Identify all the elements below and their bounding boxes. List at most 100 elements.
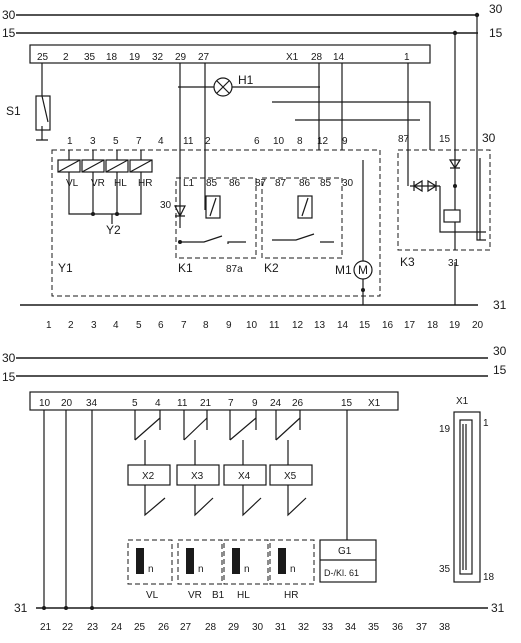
valve-label-hl: HL bbox=[114, 178, 127, 189]
bottom-ground-wires bbox=[43, 410, 93, 608]
y1-pin-4: 4 bbox=[158, 136, 164, 147]
valve-group: VL VR HL HR Y2 bbox=[57, 150, 153, 237]
valve-label-vr: VR bbox=[91, 178, 105, 189]
plug-x1-pins bbox=[462, 424, 467, 570]
k1-86: 86 bbox=[229, 178, 241, 189]
grid-36: 36 bbox=[392, 622, 404, 633]
grid-16: 16 bbox=[382, 320, 394, 331]
x5-label: X5 bbox=[284, 471, 297, 482]
k2-86: 86 bbox=[299, 178, 311, 189]
lamp-h1-cross bbox=[216, 80, 230, 94]
rail-31-bottom-left: 31 bbox=[14, 601, 28, 615]
sensor-vl bbox=[127, 539, 173, 585]
pin-35: 35 bbox=[84, 52, 96, 63]
k2-87b: 87 bbox=[275, 178, 287, 189]
k1-contact bbox=[180, 235, 246, 244]
sensor-hl-label: HL bbox=[237, 590, 250, 601]
component-g1 bbox=[319, 539, 377, 583]
grid-32: 32 bbox=[298, 622, 310, 633]
s1-label: S1 bbox=[6, 104, 21, 118]
rail-30-left-label: 30 bbox=[2, 8, 16, 22]
k3-15: 15 bbox=[439, 134, 451, 145]
relay-k2: 87 87 86 85 K2 30 bbox=[255, 177, 354, 275]
grid-17: 17 bbox=[404, 320, 416, 331]
bpin-34: 34 bbox=[86, 398, 98, 409]
h1-label: H1 bbox=[238, 73, 254, 87]
grid-29: 29 bbox=[228, 622, 240, 633]
grid-8: 8 bbox=[203, 320, 209, 331]
k1-coil-slash bbox=[209, 197, 217, 217]
sensor-hl-coil bbox=[232, 548, 240, 574]
k3-label: K3 bbox=[400, 255, 415, 269]
grid-22: 22 bbox=[62, 622, 74, 633]
pin-14: 14 bbox=[333, 52, 345, 63]
plug-pin-1: 1 bbox=[483, 418, 489, 429]
grid-33: 33 bbox=[322, 622, 334, 633]
connector-x1-top-pins: 25 2 35 18 19 32 29 27 28 14 1 bbox=[37, 52, 410, 63]
k3-30: 30 bbox=[482, 131, 496, 145]
s1-switch bbox=[36, 63, 49, 141]
m1-label: M1 bbox=[335, 263, 352, 277]
bpin-21: 21 bbox=[200, 398, 212, 409]
bpin-26: 26 bbox=[292, 398, 304, 409]
k1-label: K1 bbox=[178, 261, 193, 275]
bpin-9: 9 bbox=[252, 398, 258, 409]
y1-label: Y1 bbox=[58, 261, 73, 275]
grid-28: 28 bbox=[205, 622, 217, 633]
bpin-11: 11 bbox=[177, 398, 188, 409]
k3-node bbox=[453, 184, 457, 188]
plug-x1-label: X1 bbox=[456, 396, 469, 407]
connector-x3 bbox=[176, 464, 220, 486]
grid-9: 9 bbox=[226, 320, 232, 331]
grid-6: 6 bbox=[158, 320, 164, 331]
y1-pin-8: 8 bbox=[297, 136, 303, 147]
plug-pin-18: 18 bbox=[483, 572, 495, 583]
motor-m1-symbol: M bbox=[358, 263, 368, 277]
y1-pin-3: 3 bbox=[90, 136, 96, 147]
rail-15-bottom-left: 15 bbox=[2, 370, 16, 384]
valve-label-vl: VL bbox=[66, 178, 79, 189]
grid-27: 27 bbox=[180, 622, 192, 633]
pin-29: 29 bbox=[175, 52, 187, 63]
grid-14: 14 bbox=[337, 320, 349, 331]
k1-85: 85 bbox=[206, 178, 218, 189]
x2-label: X2 bbox=[142, 471, 155, 482]
pin-1: 1 bbox=[404, 52, 410, 63]
pin-25: 25 bbox=[37, 52, 49, 63]
pin-28: 28 bbox=[311, 52, 323, 63]
rail-31-bottom-right: 31 bbox=[491, 601, 505, 615]
rail-30-right-label: 30 bbox=[489, 2, 503, 16]
k2-85: 85 bbox=[320, 178, 332, 189]
k3-31: 31 bbox=[448, 258, 460, 269]
x3-label: X3 bbox=[191, 471, 204, 482]
k2-contact bbox=[272, 233, 334, 243]
rail-30-bottom-left: 30 bbox=[2, 351, 16, 365]
k3-coil bbox=[443, 209, 461, 223]
k1-diode bbox=[174, 205, 186, 218]
grid-23: 23 bbox=[87, 622, 99, 633]
connector-x1-top-label: X1 bbox=[286, 52, 299, 63]
y1-pin-7: 7 bbox=[136, 136, 142, 147]
grid-25: 25 bbox=[134, 622, 146, 633]
y2-label: Y2 bbox=[106, 223, 121, 237]
relay-k1: L1 85 86 30 K1 87a bbox=[160, 177, 257, 275]
x4-label: X4 bbox=[238, 471, 251, 482]
sensor-wires-a bbox=[134, 410, 301, 440]
valve-wires bbox=[68, 150, 142, 215]
connector-x1-bottom bbox=[29, 391, 399, 411]
sensor-vl-coil bbox=[136, 548, 144, 574]
y1-pin-9: 9 bbox=[342, 136, 348, 147]
grid-13: 13 bbox=[314, 320, 326, 331]
s1-body bbox=[35, 95, 51, 131]
connector-x1-top bbox=[29, 44, 431, 64]
grid-7: 7 bbox=[181, 320, 187, 331]
plug-pin-35: 35 bbox=[439, 564, 451, 575]
grid-37: 37 bbox=[416, 622, 428, 633]
sensor-vl-n: n bbox=[148, 564, 154, 575]
b1-label: B1 bbox=[212, 590, 225, 601]
grid-12: 12 bbox=[292, 320, 304, 331]
k2-87a: 87 bbox=[255, 178, 267, 189]
plug-x1-inner bbox=[459, 419, 473, 575]
relay-k2-frame bbox=[261, 177, 343, 259]
grid-numbers-bottom: 21 22 23 24 25 26 27 28 29 30 31 32 33 3… bbox=[40, 622, 451, 633]
